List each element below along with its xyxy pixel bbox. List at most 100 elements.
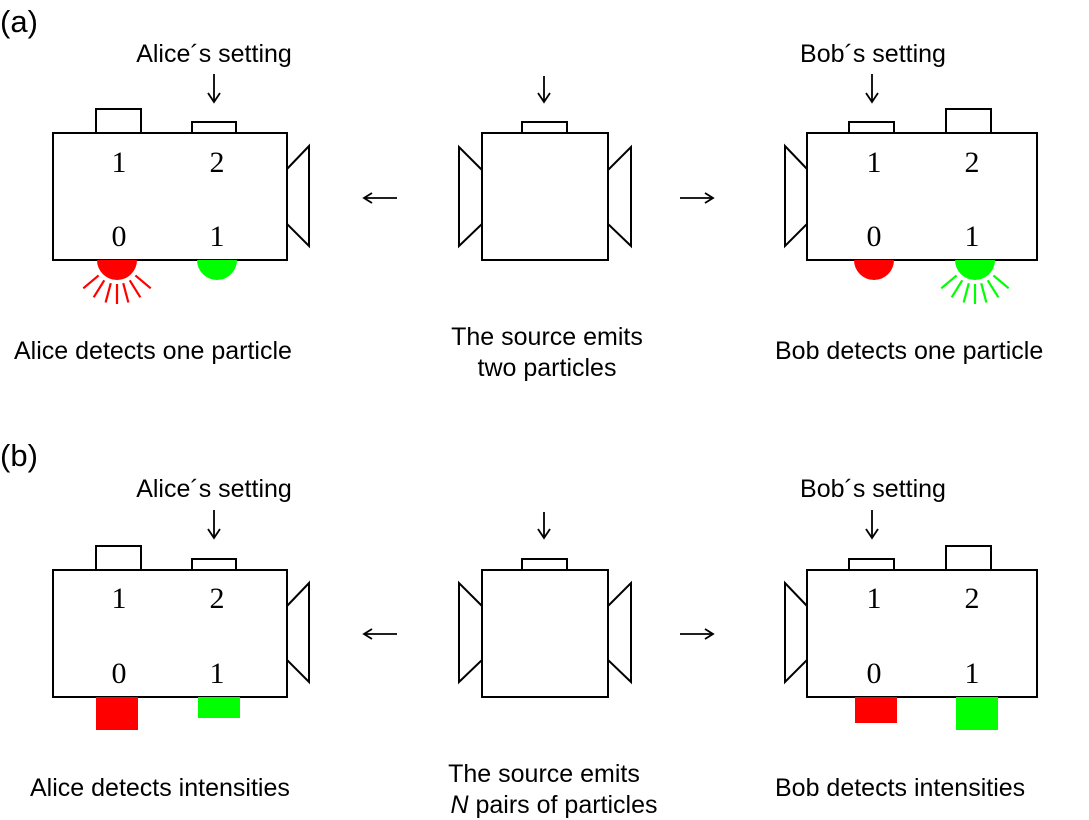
- alice-knob-2-a[interactable]: [191, 121, 237, 134]
- bob-setting-arrowhead-a: [865, 92, 879, 104]
- bob-entry-port-b: [784, 580, 808, 685]
- bob-digit-outcome-1-a: 1: [965, 220, 980, 253]
- bob-green-detector-a-ray-5: [986, 279, 1000, 298]
- alice-detectors-a: [82, 260, 237, 304]
- bob-green-detector-a-ray-6: [992, 274, 1010, 290]
- alice-red-detector-a-ray-6: [134, 274, 152, 290]
- bob-green-detector-a-ray-4: [980, 282, 988, 303]
- bob-digit-outcome-1-b: 1: [965, 657, 980, 690]
- bob-setting-label-a: Bob´s setting: [800, 40, 946, 68]
- source-left-port-b: [458, 580, 483, 685]
- alice-caption-a: Alice detects one particle: [14, 337, 292, 365]
- alice-green-detector-a: [197, 260, 237, 280]
- alice-knob-1-b[interactable]: [95, 545, 142, 571]
- source-device-b: The source emits N pairs of particles: [362, 512, 715, 819]
- bob-caption-b: Bob detects intensities: [775, 774, 1025, 802]
- bob-setting-label-b: Bob´s setting: [800, 475, 946, 503]
- source-knob-a[interactable]: [521, 121, 568, 134]
- source-arrowhead-a: [537, 92, 551, 104]
- alice-red-detector-a-ray-2: [104, 282, 112, 303]
- bob-green-detector-a: [955, 260, 995, 280]
- alice-setting-arrowhead-b: [207, 528, 221, 540]
- panel-b-label: (b): [0, 438, 38, 473]
- alice-box-a: [52, 132, 288, 261]
- alice-green-intensity-b: [198, 697, 240, 718]
- alice-device-a: Alice´s setting 1 2 0 1 Alice detects on…: [14, 40, 310, 365]
- alice-digit-outcome-1-a: 1: [210, 220, 225, 253]
- source-caption-line2-text-b: pairs of particles: [475, 791, 657, 819]
- bob-green-detector-a-ray-2: [962, 282, 970, 303]
- emission-arrowhead-left-b: [362, 628, 373, 640]
- bob-box-b: [806, 569, 1038, 698]
- alice-entry-port-a: [286, 143, 310, 249]
- alice-setting-label-b: Alice´s setting: [136, 475, 292, 503]
- alice-digit-setting-1-b: 1: [112, 582, 127, 615]
- panel-b: (b) Alice´s setting 1 2 0 1 Alice detect…: [0, 438, 1038, 819]
- source-knob-b[interactable]: [521, 558, 568, 571]
- alice-knob-1-a[interactable]: [95, 108, 142, 134]
- source-caption-line1-a: The source emits: [451, 323, 643, 351]
- source-caption-line1-b: The source emits: [448, 760, 640, 788]
- panel-a-label: (a): [0, 4, 38, 39]
- bob-green-intensity-b: [956, 697, 998, 730]
- source-left-port-a: [458, 144, 483, 249]
- bob-red-detector-a: [854, 260, 894, 280]
- alice-digit-outcome-0-b: 0: [112, 657, 127, 690]
- source-right-port-b: [607, 580, 632, 685]
- alice-caption-b: Alice detects intensities: [30, 774, 290, 802]
- bob-device-b: Bob´s setting 1 2 0 1 Bob detects intens…: [775, 475, 1038, 802]
- source-device-a: The source emits two particles: [362, 76, 715, 382]
- alice-red-detector-a: [97, 260, 137, 280]
- source-box-a: [481, 132, 609, 261]
- bob-digit-outcome-0-a: 0: [867, 220, 882, 253]
- emission-arrowhead-right-b: [704, 628, 715, 640]
- bob-caption-a: Bob detects one particle: [775, 337, 1043, 365]
- source-arrowhead-b: [537, 528, 551, 540]
- alice-red-detector-a-ray-5: [128, 279, 142, 298]
- bob-red-intensity-b: [855, 697, 897, 723]
- alice-box-b: [52, 569, 288, 698]
- alice-device-b: Alice´s setting 1 2 0 1 Alice detects in…: [30, 475, 310, 802]
- alice-red-detector-a-ray-0: [82, 274, 100, 290]
- bob-digit-outcome-0-b: 0: [867, 657, 882, 690]
- alice-digit-setting-1-a: 1: [112, 146, 127, 179]
- bob-green-detector-a-ray-1: [950, 279, 964, 298]
- alice-digit-setting-2-b: 2: [210, 582, 225, 615]
- alice-detectors-b: [96, 697, 240, 730]
- bob-digit-setting-2-b: 2: [965, 582, 980, 615]
- emission-arrowhead-right-a: [704, 192, 715, 204]
- bob-detectors-a: [854, 260, 1010, 304]
- source-caption-n: N: [450, 791, 469, 819]
- alice-entry-port-b: [286, 580, 310, 685]
- alice-digit-outcome-1-b: 1: [210, 657, 225, 690]
- alice-red-intensity-b: [96, 697, 138, 730]
- source-caption-line2-b: N pairs of particles: [450, 791, 657, 819]
- source-box-b: [481, 569, 609, 698]
- bob-device-a: Bob´s setting 1 2 0 1 Bob detects one pa…: [775, 40, 1043, 365]
- alice-digit-outcome-0-a: 0: [112, 220, 127, 253]
- bob-detectors-b: [855, 697, 998, 730]
- source-caption-line2-a: two particles: [478, 354, 617, 382]
- alice-setting-arrowhead-a: [207, 92, 221, 104]
- alice-red-detector-a-ray-4: [122, 282, 130, 303]
- bob-knob-2-a[interactable]: [945, 108, 992, 134]
- bob-setting-arrowhead-b: [865, 528, 879, 540]
- bob-green-detector-a-ray-0: [940, 274, 958, 290]
- bob-knob-1-b[interactable]: [848, 558, 895, 571]
- bob-digit-setting-1-a: 1: [867, 146, 882, 179]
- bob-entry-port-a: [784, 143, 808, 249]
- source-right-port-a: [607, 144, 632, 249]
- panel-a: (a) Alice´s setting 1 2 0 1 Alice detect…: [0, 4, 1043, 382]
- bob-knob-2-b[interactable]: [945, 545, 992, 571]
- alice-knob-2-b[interactable]: [191, 558, 237, 571]
- alice-red-detector-a-ray-1: [92, 279, 106, 298]
- emission-arrowhead-left-a: [362, 192, 373, 204]
- bob-box-a: [806, 132, 1038, 261]
- bob-digit-setting-2-a: 2: [965, 146, 980, 179]
- bob-knob-1-a[interactable]: [848, 121, 895, 134]
- alice-setting-label-a: Alice´s setting: [136, 40, 292, 68]
- alice-digit-setting-2-a: 2: [210, 146, 225, 179]
- bob-digit-setting-1-b: 1: [867, 582, 882, 615]
